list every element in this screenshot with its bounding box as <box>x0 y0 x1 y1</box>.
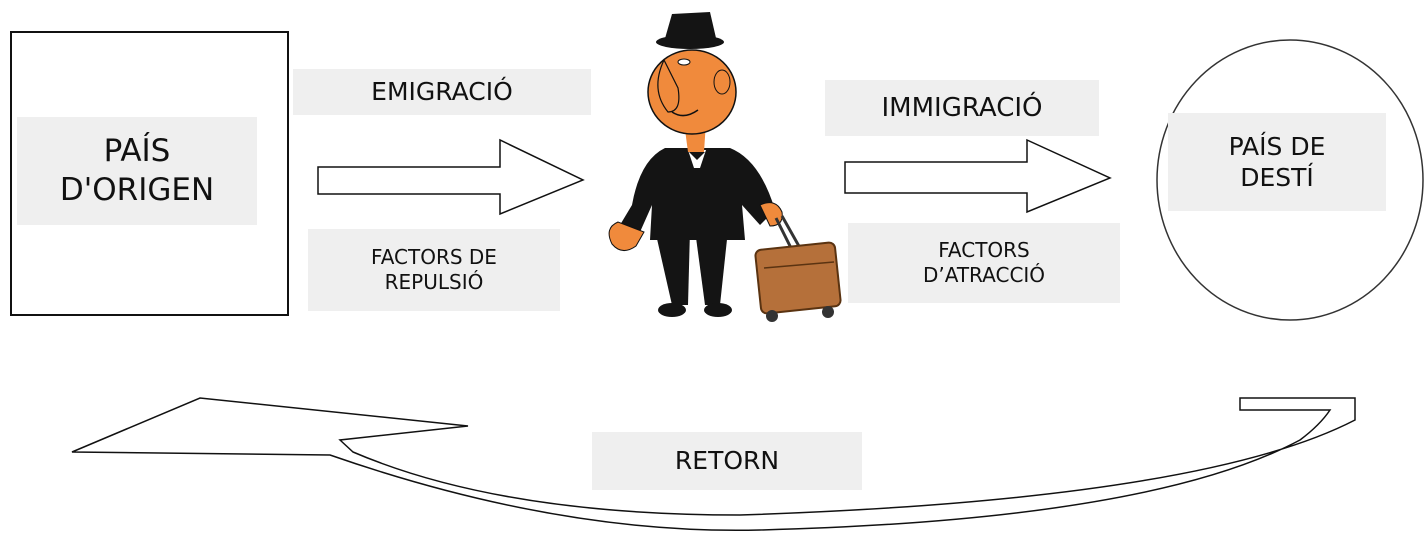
push-factors-label: FACTORS DE REPULSIÓ <box>308 229 560 311</box>
pull-factors-label: FACTORS D’ATRACCIÓ <box>848 223 1120 303</box>
traveler-illustration <box>608 12 842 322</box>
destination-country-label: PAÍS DE DESTÍ <box>1168 113 1386 211</box>
emigration-label: EMIGRACIÓ <box>293 69 591 115</box>
immigration-arrow <box>844 138 1112 214</box>
immigration-label: IMMIGRACIÓ <box>825 80 1099 136</box>
origin-country-label: PAÍS D'ORIGEN <box>17 117 257 225</box>
return-label: RETORN <box>592 432 862 490</box>
emigration-arrow <box>317 138 585 216</box>
return-arrow <box>71 397 1356 532</box>
